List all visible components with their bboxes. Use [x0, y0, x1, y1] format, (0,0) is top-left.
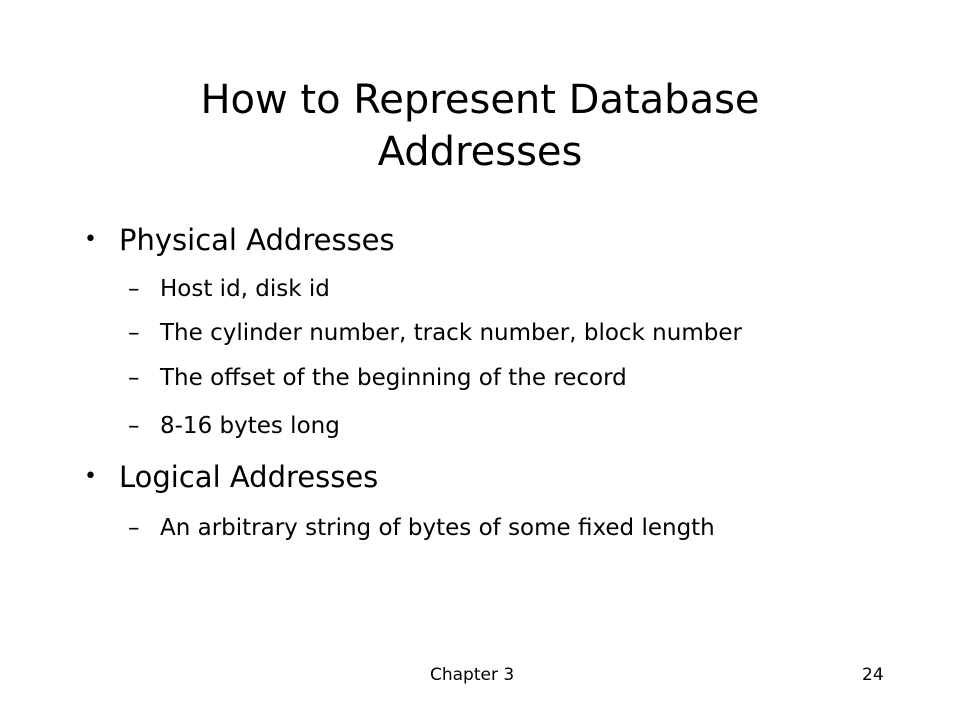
footer-page-number: 24: [862, 665, 884, 685]
slide-title: How to Represent Database Addresses: [80, 74, 880, 178]
slide-title-line-2: Addresses: [377, 129, 583, 175]
slide-title-line-1: How to Represent Database: [200, 77, 760, 123]
bullet-text: Physical Addresses: [119, 223, 395, 257]
sub-bullet-text: The cylinder number, track number, block…: [160, 320, 742, 346]
sub-bullet-marker: –: [128, 320, 140, 346]
sub-bullet-text: 8-16 bytes long: [160, 413, 340, 439]
sub-bullet-marker: –: [128, 365, 140, 391]
bullet-marker: •: [84, 464, 97, 489]
sub-bullet-text: Host id, disk id: [160, 276, 330, 302]
sub-bullet-marker: –: [128, 276, 140, 302]
bullet-text: Logical Addresses: [119, 460, 379, 494]
sub-bullet-text: An arbitrary string of bytes of some fix…: [160, 515, 715, 541]
sub-bullet-marker: –: [128, 413, 140, 439]
sub-bullet-text: The offset of the beginning of the recor…: [160, 365, 627, 391]
bullet-marker: •: [84, 227, 97, 252]
sub-bullet-marker: –: [128, 515, 140, 541]
footer-chapter: Chapter 3: [430, 665, 515, 685]
